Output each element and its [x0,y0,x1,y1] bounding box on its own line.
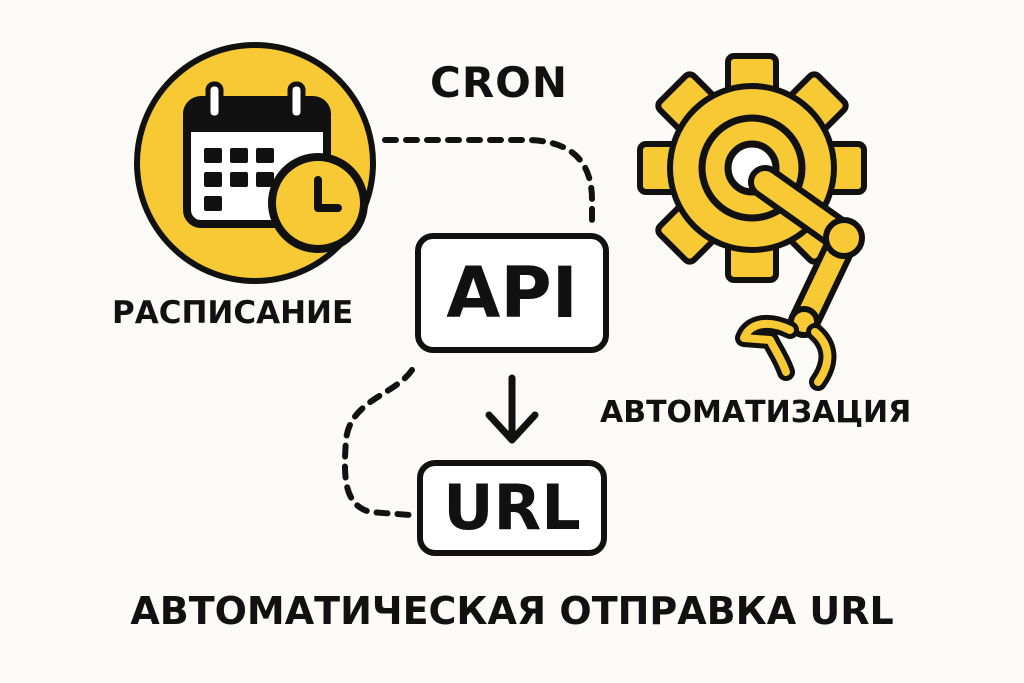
api-node-label: API [446,252,578,334]
gear-robot-arm-icon [637,53,867,391]
schedule-label: РАСПИСАНИЕ [112,295,354,331]
footer-caption: АВТОМАТИЧЕСКАЯ ОТПРАВКА URL [130,589,894,633]
automation-label: АВТОМАТИЗАЦИЯ [600,395,912,430]
dotted-connector-schedule-api [382,137,595,231]
api-node: API [415,233,609,353]
calendar-clock-icon [134,42,376,284]
dotted-connector-api-url [341,367,415,518]
down-arrow-icon [485,374,539,444]
url-node: URL [417,460,607,556]
url-node-label: URL [443,471,581,544]
cron-label: CRON [430,58,569,107]
